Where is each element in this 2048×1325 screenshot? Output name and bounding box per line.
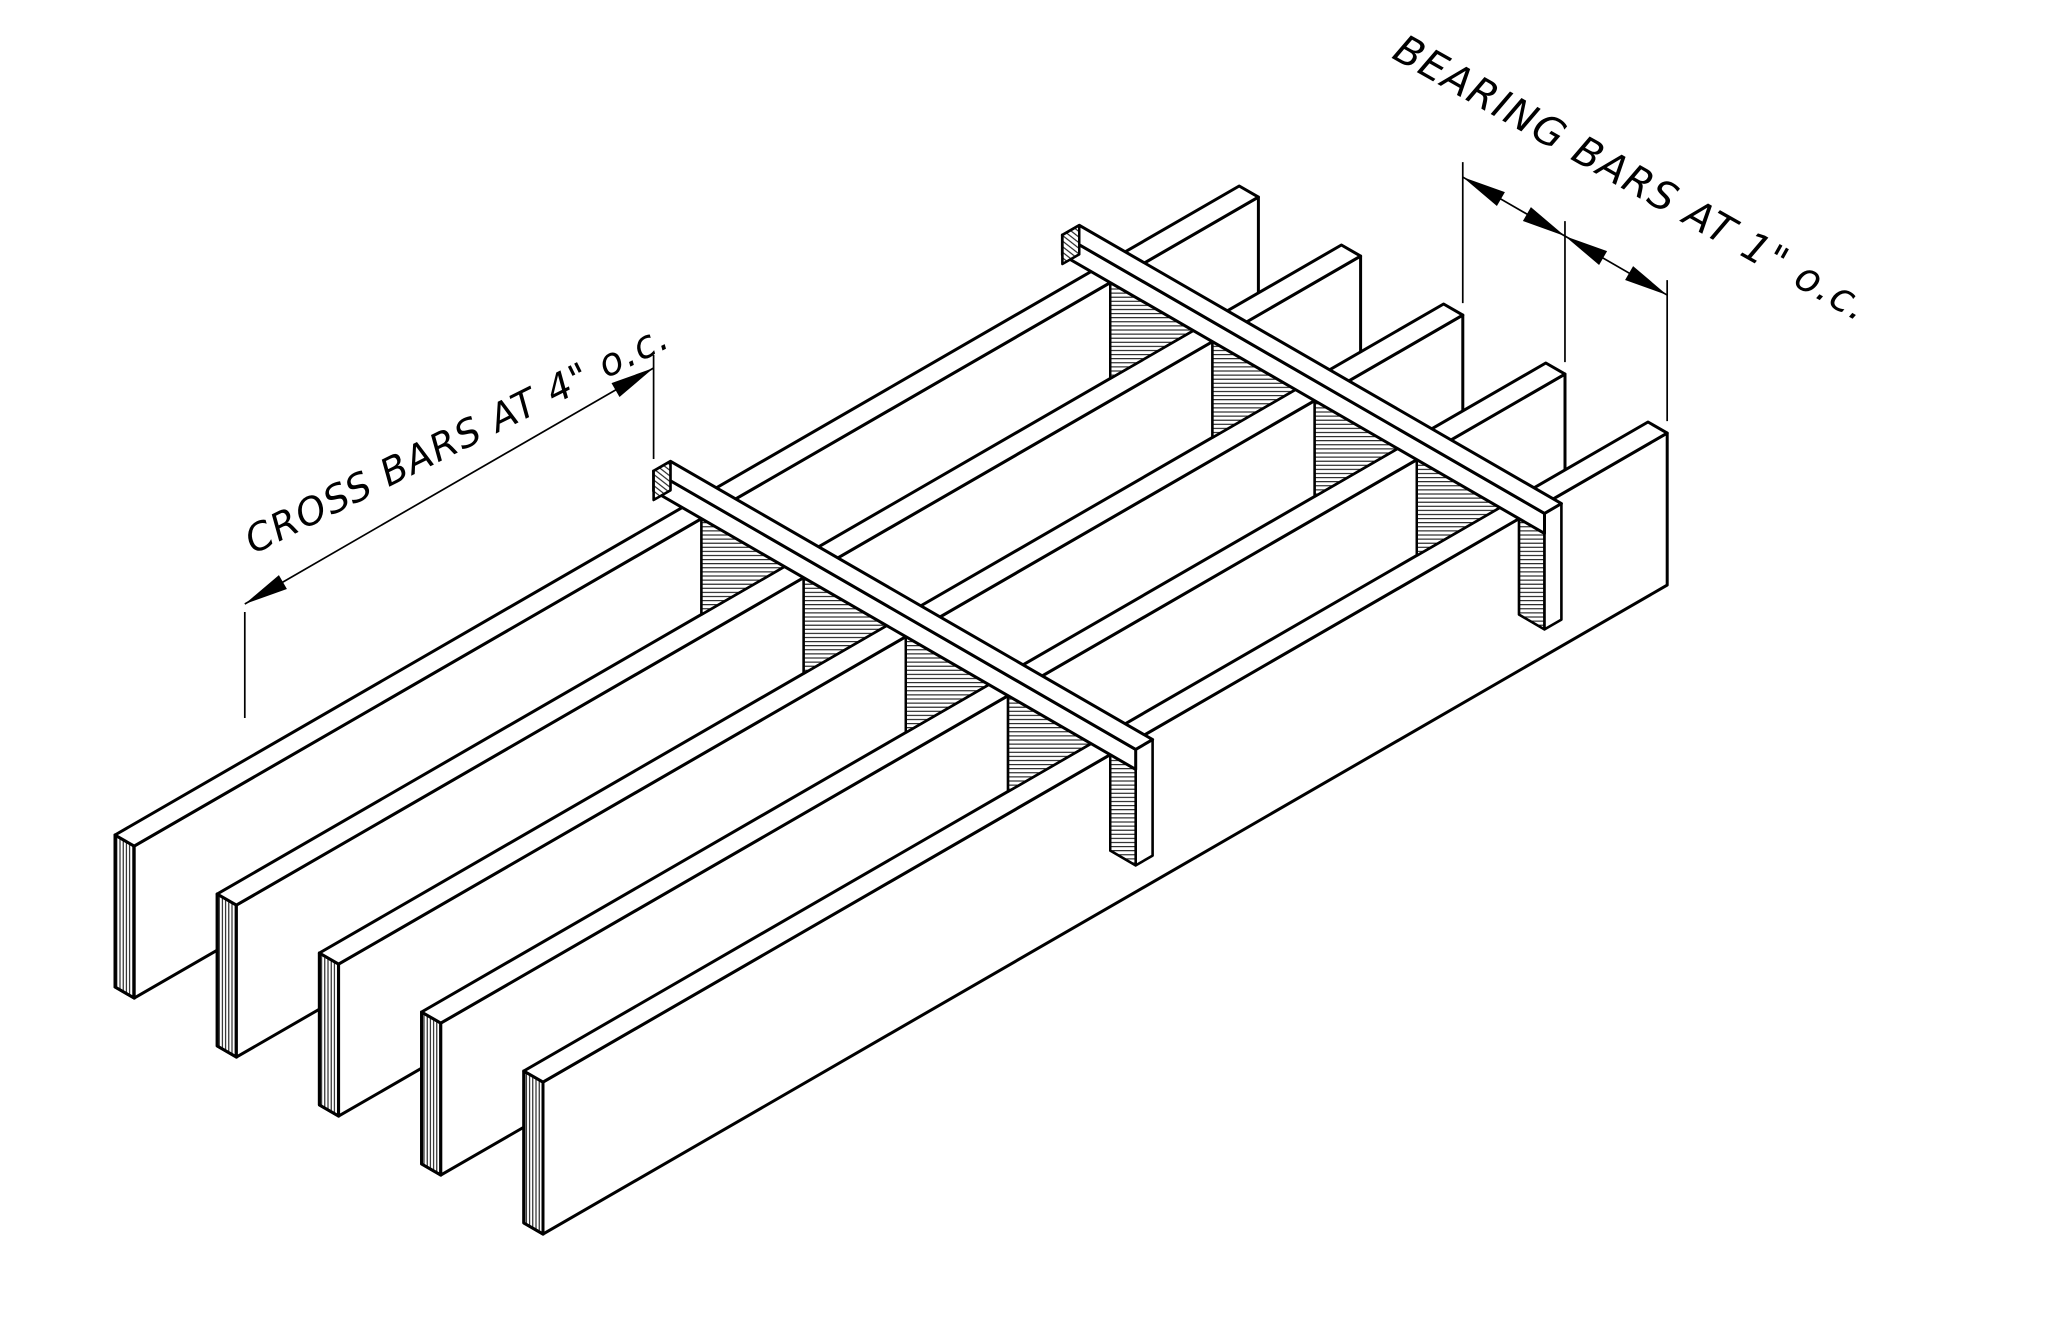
cross-bar-left-end-hatch bbox=[1061, 224, 1081, 266]
arrowhead bbox=[1565, 236, 1608, 265]
bearing-bar-end-hatch bbox=[522, 1069, 545, 1236]
cross-bars-dimension bbox=[243, 355, 655, 719]
cross-bar-web bbox=[1108, 281, 1195, 380]
arrowhead bbox=[611, 368, 654, 397]
cross-bar-web bbox=[802, 576, 888, 675]
bearing-bar-top-face bbox=[215, 243, 1363, 907]
arrowhead bbox=[1522, 207, 1565, 237]
bearing-bar-end-hatch bbox=[420, 1010, 443, 1177]
bearing-bar-end-hatch bbox=[317, 951, 341, 1118]
bearing-bar-top-face bbox=[420, 361, 1567, 1025]
bearing-bar-top-face bbox=[317, 302, 1465, 966]
bearing-bars-label: BEARING BARS AT 1" o.c. bbox=[1386, 26, 1877, 331]
cross-bar-right-web-hatch bbox=[1517, 517, 1546, 631]
arrowhead bbox=[1625, 266, 1668, 296]
cross-bar-left-end-hatch bbox=[652, 460, 672, 502]
cross-bar-right-web-hatch bbox=[1108, 753, 1137, 867]
dimension-line bbox=[244, 367, 655, 605]
cross-bar-web bbox=[1211, 340, 1297, 439]
cross-bar bbox=[1060, 223, 1563, 631]
cross-bar-right-end-face bbox=[1543, 502, 1563, 631]
cross-bars-label: CROSS BARS AT 4" o.c. bbox=[238, 314, 677, 562]
arrowhead bbox=[244, 575, 287, 604]
bearing-bar bbox=[522, 420, 1669, 1236]
cross-bar-right-end-face bbox=[1134, 738, 1154, 867]
grating-geometry bbox=[113, 162, 1669, 1236]
cross-bar bbox=[652, 459, 1155, 867]
bearing-bars-dimension bbox=[1461, 162, 1669, 422]
bearing-bar-top-face bbox=[522, 420, 1669, 1084]
bearing-bar-end-hatch bbox=[215, 892, 238, 1059]
bearing-bar-end-hatch bbox=[113, 833, 136, 1000]
bearing-bar-top-face bbox=[113, 184, 1260, 848]
arrowhead bbox=[1462, 177, 1505, 206]
